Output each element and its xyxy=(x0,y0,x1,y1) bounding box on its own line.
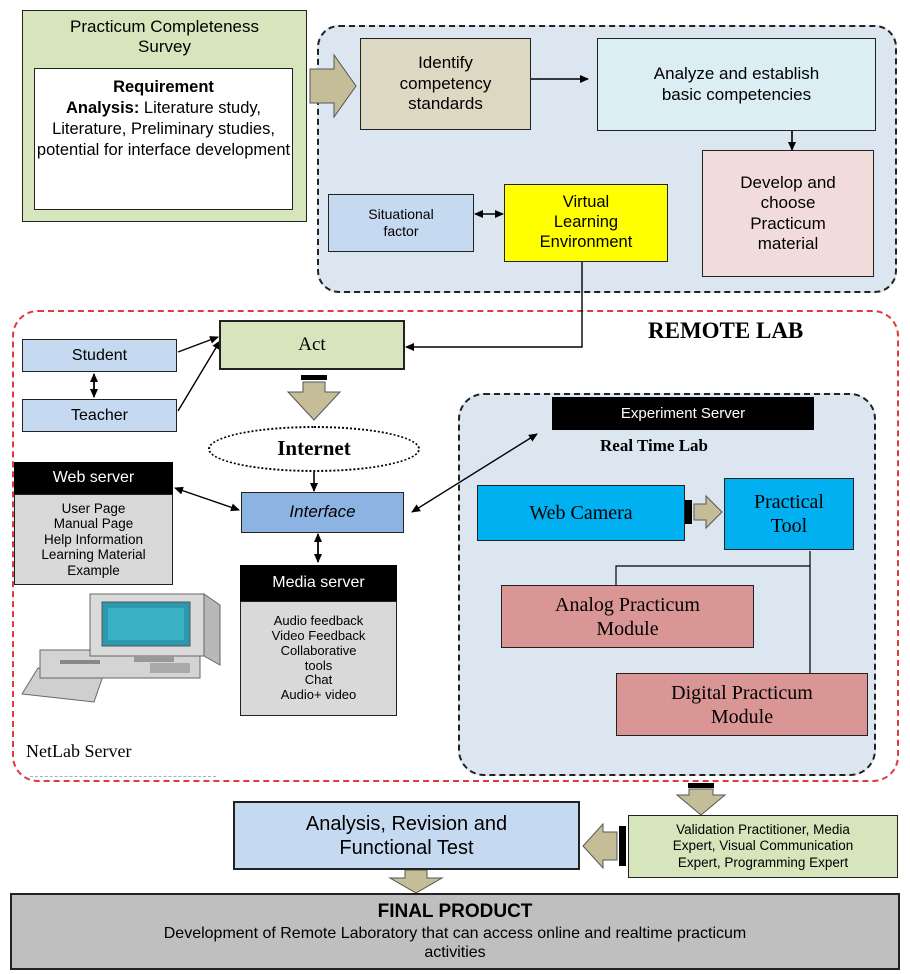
virtual-learning-box: Virtual Learning Environment xyxy=(504,184,668,262)
situational-factor-box: Situational factor xyxy=(328,194,474,252)
final-product-text: Development of Remote Laboratory that ca… xyxy=(163,924,747,961)
arrow-interface-experiment xyxy=(411,433,538,513)
web-camera-box: Web Camera xyxy=(477,485,685,541)
teacher-box: Teacher xyxy=(22,399,177,432)
survey-title: Practicum Completeness Survey xyxy=(70,17,259,57)
develop-material-box: Develop and choose Practicum material xyxy=(702,150,874,277)
final-product-title: FINAL PRODUCT xyxy=(377,900,533,922)
final-product-box: FINAL PRODUCT Development of Remote Labo… xyxy=(10,893,900,970)
real-time-lab-label: Real Time Lab xyxy=(600,436,708,455)
block-arrow-act-internet xyxy=(286,375,342,421)
arrow-teacher-act xyxy=(177,340,221,412)
remote-lab-region xyxy=(12,310,899,782)
media-server-header: Media server xyxy=(240,565,397,601)
line-vle-act xyxy=(405,262,583,351)
media-server-items: Audio feedback Video Feedback Collaborat… xyxy=(240,601,397,716)
netlab-server-label: NetLab Server xyxy=(26,741,132,761)
block-arrow-analysis-final xyxy=(388,869,444,894)
line-tool-analog xyxy=(615,565,810,585)
experiment-server-header: Experiment Server xyxy=(552,397,814,430)
student-box: Student xyxy=(22,339,177,372)
act-box: Act xyxy=(219,320,405,370)
netlab-underline xyxy=(30,776,216,777)
block-arrow-validation-analysis xyxy=(582,822,626,870)
computer-illustration xyxy=(21,593,221,703)
web-server-header: Web server xyxy=(14,462,173,494)
analog-module-box: Analog Practicum Module xyxy=(501,585,754,648)
requirement-analysis-box: Requirement Analysis: Literature study, … xyxy=(34,68,293,210)
digital-module-box: Digital Practicum Module xyxy=(616,673,868,736)
arrow-webserver-interface xyxy=(174,486,240,512)
remote-lab-title: REMOTE LAB xyxy=(648,318,804,343)
web-server-items: User Page Manual Page Help Information L… xyxy=(14,494,173,585)
practical-tool-box: Practical Tool xyxy=(724,478,854,550)
requirement-text: Literature study, Literature, Preliminar… xyxy=(36,99,291,160)
internet-ellipse: Internet xyxy=(208,426,420,472)
requirement-label: Requirement Analysis: xyxy=(65,78,214,118)
identify-competency-box: Identify competency standards xyxy=(360,38,531,130)
arrow-student-act xyxy=(177,336,219,353)
block-arrow-lab-validation xyxy=(675,783,727,816)
analyze-competency-box: Analyze and establish basic competencies xyxy=(597,38,876,131)
block-arrow-camera-tool xyxy=(685,494,723,530)
interface-box: Interface xyxy=(241,492,404,533)
analysis-revision-box: Analysis, Revision and Functional Test xyxy=(233,801,580,870)
validation-box: Validation Practitioner, Media Expert, V… xyxy=(628,815,898,878)
